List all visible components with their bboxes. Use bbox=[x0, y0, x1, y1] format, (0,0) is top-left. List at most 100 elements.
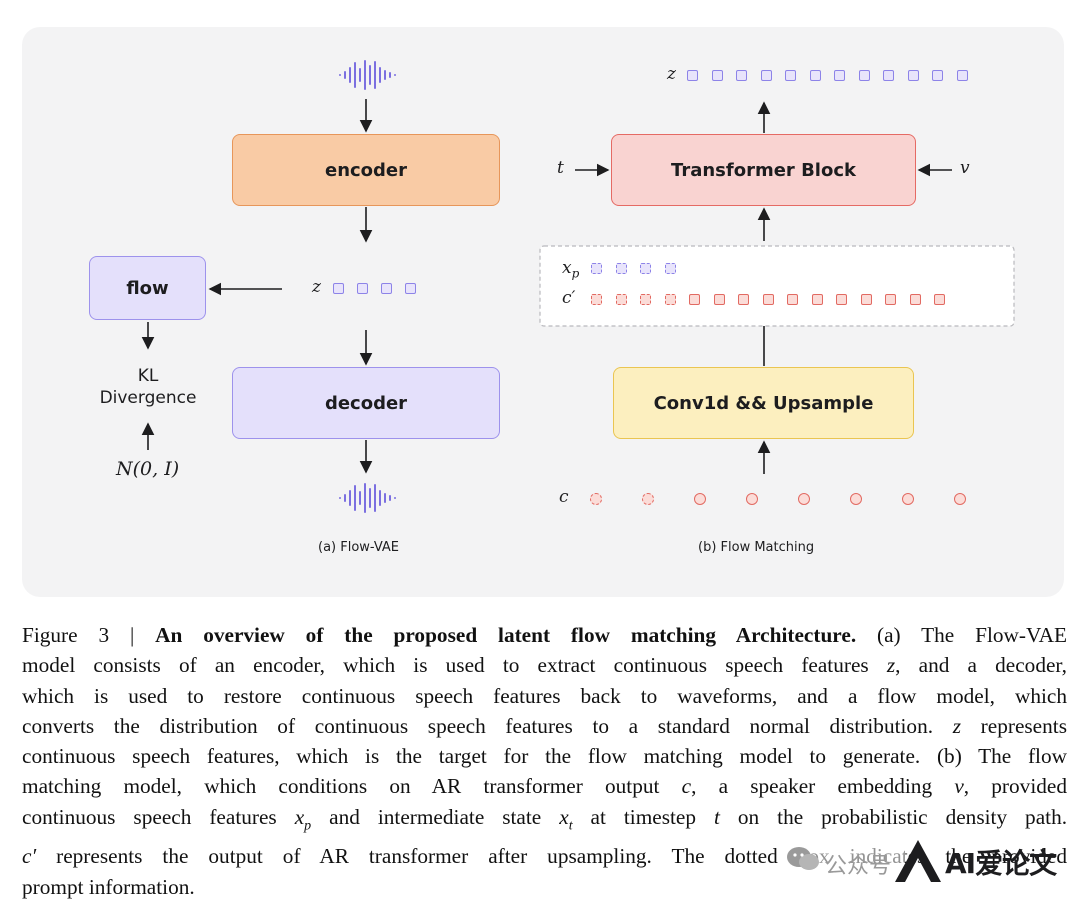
c-token bbox=[746, 493, 758, 505]
flow-box: flow bbox=[89, 256, 206, 320]
xp-token bbox=[640, 263, 651, 274]
caption-text: , provided bbox=[963, 774, 1067, 799]
caption-text: , and a decoder, bbox=[895, 653, 1067, 678]
caption-math: x bbox=[559, 804, 569, 829]
z-token bbox=[357, 283, 368, 294]
z-token bbox=[736, 70, 747, 81]
c-token bbox=[798, 493, 810, 505]
cprime-token bbox=[811, 294, 823, 305]
figure-caption: Figure 3 | An overview of the proposed l… bbox=[22, 620, 1067, 902]
prompt-dotted-box bbox=[539, 245, 1015, 327]
caption-math: x bbox=[294, 804, 305, 829]
cprime-token bbox=[836, 294, 847, 305]
xp-label: xp bbox=[562, 258, 579, 280]
cprime-token bbox=[787, 294, 798, 305]
z-token bbox=[760, 70, 772, 81]
xp-label-main: x bbox=[562, 258, 572, 278]
diagram-arrows bbox=[141, 60, 1015, 513]
cprime-token bbox=[664, 294, 676, 305]
caption-text: represents bbox=[980, 713, 1067, 738]
cprime-token bbox=[713, 294, 725, 305]
z-token bbox=[932, 70, 943, 81]
caption-math: t bbox=[714, 804, 720, 829]
figure-label: Figure 3 | bbox=[22, 623, 135, 647]
caption-math: z bbox=[886, 653, 896, 678]
caption-text: continuous speech features, which is the… bbox=[22, 744, 1067, 769]
v-label: v bbox=[960, 158, 970, 178]
caption-math: p bbox=[304, 818, 312, 834]
z-token bbox=[381, 283, 392, 294]
ai-logo-icon bbox=[895, 840, 941, 882]
cprime-token bbox=[860, 294, 872, 305]
cprime-token bbox=[591, 294, 602, 305]
caption-text: at timestep bbox=[590, 804, 697, 829]
cprime-token bbox=[909, 294, 921, 305]
watermark: 公众号 AI爱论文 bbox=[785, 830, 1070, 890]
t-label: t bbox=[557, 158, 564, 178]
caption-text: , a speaker embedding bbox=[691, 774, 933, 799]
encoder-box: encoder bbox=[232, 134, 500, 206]
cprime-token bbox=[640, 294, 651, 305]
z-token bbox=[883, 70, 894, 81]
xp-token bbox=[591, 263, 602, 274]
caption-text: which is used to restore continuous spee… bbox=[22, 683, 1067, 708]
cprime-token bbox=[689, 294, 700, 305]
c-token bbox=[954, 493, 966, 505]
caption-text: converts the distribution of continuous … bbox=[22, 713, 934, 738]
c-token bbox=[642, 493, 654, 505]
waveform-top-icon bbox=[339, 60, 396, 90]
caption-text: and intermediate state bbox=[329, 804, 542, 829]
cprime-token bbox=[615, 294, 627, 305]
z-token bbox=[834, 70, 845, 81]
transformer-block-box: Transformer Block bbox=[611, 134, 916, 206]
c-token bbox=[694, 493, 706, 505]
caption-line: matching model, which conditions on AR t… bbox=[22, 771, 1067, 801]
z-token bbox=[405, 283, 416, 294]
caption-text: on the probabilistic density path. bbox=[737, 804, 1068, 829]
watermark-channel-text: 公众号 bbox=[825, 854, 892, 879]
z-token bbox=[687, 70, 698, 81]
conv-upsample-box: Conv1d && Upsample bbox=[613, 367, 914, 439]
z-token bbox=[956, 70, 968, 81]
caption-line: which is used to restore continuous spee… bbox=[22, 681, 1067, 711]
z-token bbox=[785, 70, 796, 81]
xp-token bbox=[664, 263, 676, 274]
caption-math: c bbox=[681, 774, 692, 799]
caption-text: continuous speech features bbox=[22, 804, 277, 829]
xp-token bbox=[615, 263, 627, 274]
cprime-token bbox=[934, 294, 945, 305]
kl-line1: KL bbox=[137, 366, 159, 386]
z-token bbox=[809, 70, 821, 81]
panel-b-caption: (b) Flow Matching bbox=[698, 540, 815, 555]
prior-label: N(0, I) bbox=[116, 458, 180, 480]
kl-line2: Divergence bbox=[99, 388, 197, 408]
caption-line: converts the distribution of continuous … bbox=[22, 711, 1067, 741]
z-token bbox=[907, 70, 919, 81]
c-token bbox=[850, 493, 862, 505]
caption-math: z bbox=[952, 713, 961, 738]
z-token bbox=[711, 70, 723, 81]
z-token bbox=[858, 70, 870, 81]
caption-title: An overview of the proposed latent flow … bbox=[155, 623, 857, 647]
c-label: c bbox=[559, 487, 569, 507]
caption-line: continuous speech features, which is the… bbox=[22, 741, 1067, 771]
caption-line: Figure 3 | An overview of the proposed l… bbox=[22, 620, 1067, 650]
c-token bbox=[902, 493, 914, 505]
caption-text: matching model, which conditions on AR t… bbox=[22, 774, 660, 799]
wechat-icon bbox=[787, 847, 819, 870]
z-token bbox=[333, 283, 344, 294]
cprime-token bbox=[738, 294, 749, 305]
caption-math: v bbox=[954, 774, 964, 799]
caption-math: t bbox=[568, 818, 573, 834]
decoder-box: decoder bbox=[232, 367, 500, 439]
caption-math: c′ bbox=[22, 844, 37, 869]
z-label-b: z bbox=[667, 64, 676, 84]
z-label-a: z bbox=[312, 277, 321, 297]
cprime-label: c′ bbox=[562, 288, 576, 308]
caption-line: model consists of an encoder, which is u… bbox=[22, 650, 1067, 680]
waveform-bottom-icon bbox=[339, 483, 396, 513]
c-token bbox=[590, 493, 602, 505]
caption-text: model consists of an encoder, which is u… bbox=[22, 653, 869, 678]
caption-line: prompt information. bbox=[22, 872, 1067, 902]
watermark-brand-text: AI爱论文 bbox=[945, 847, 1057, 880]
